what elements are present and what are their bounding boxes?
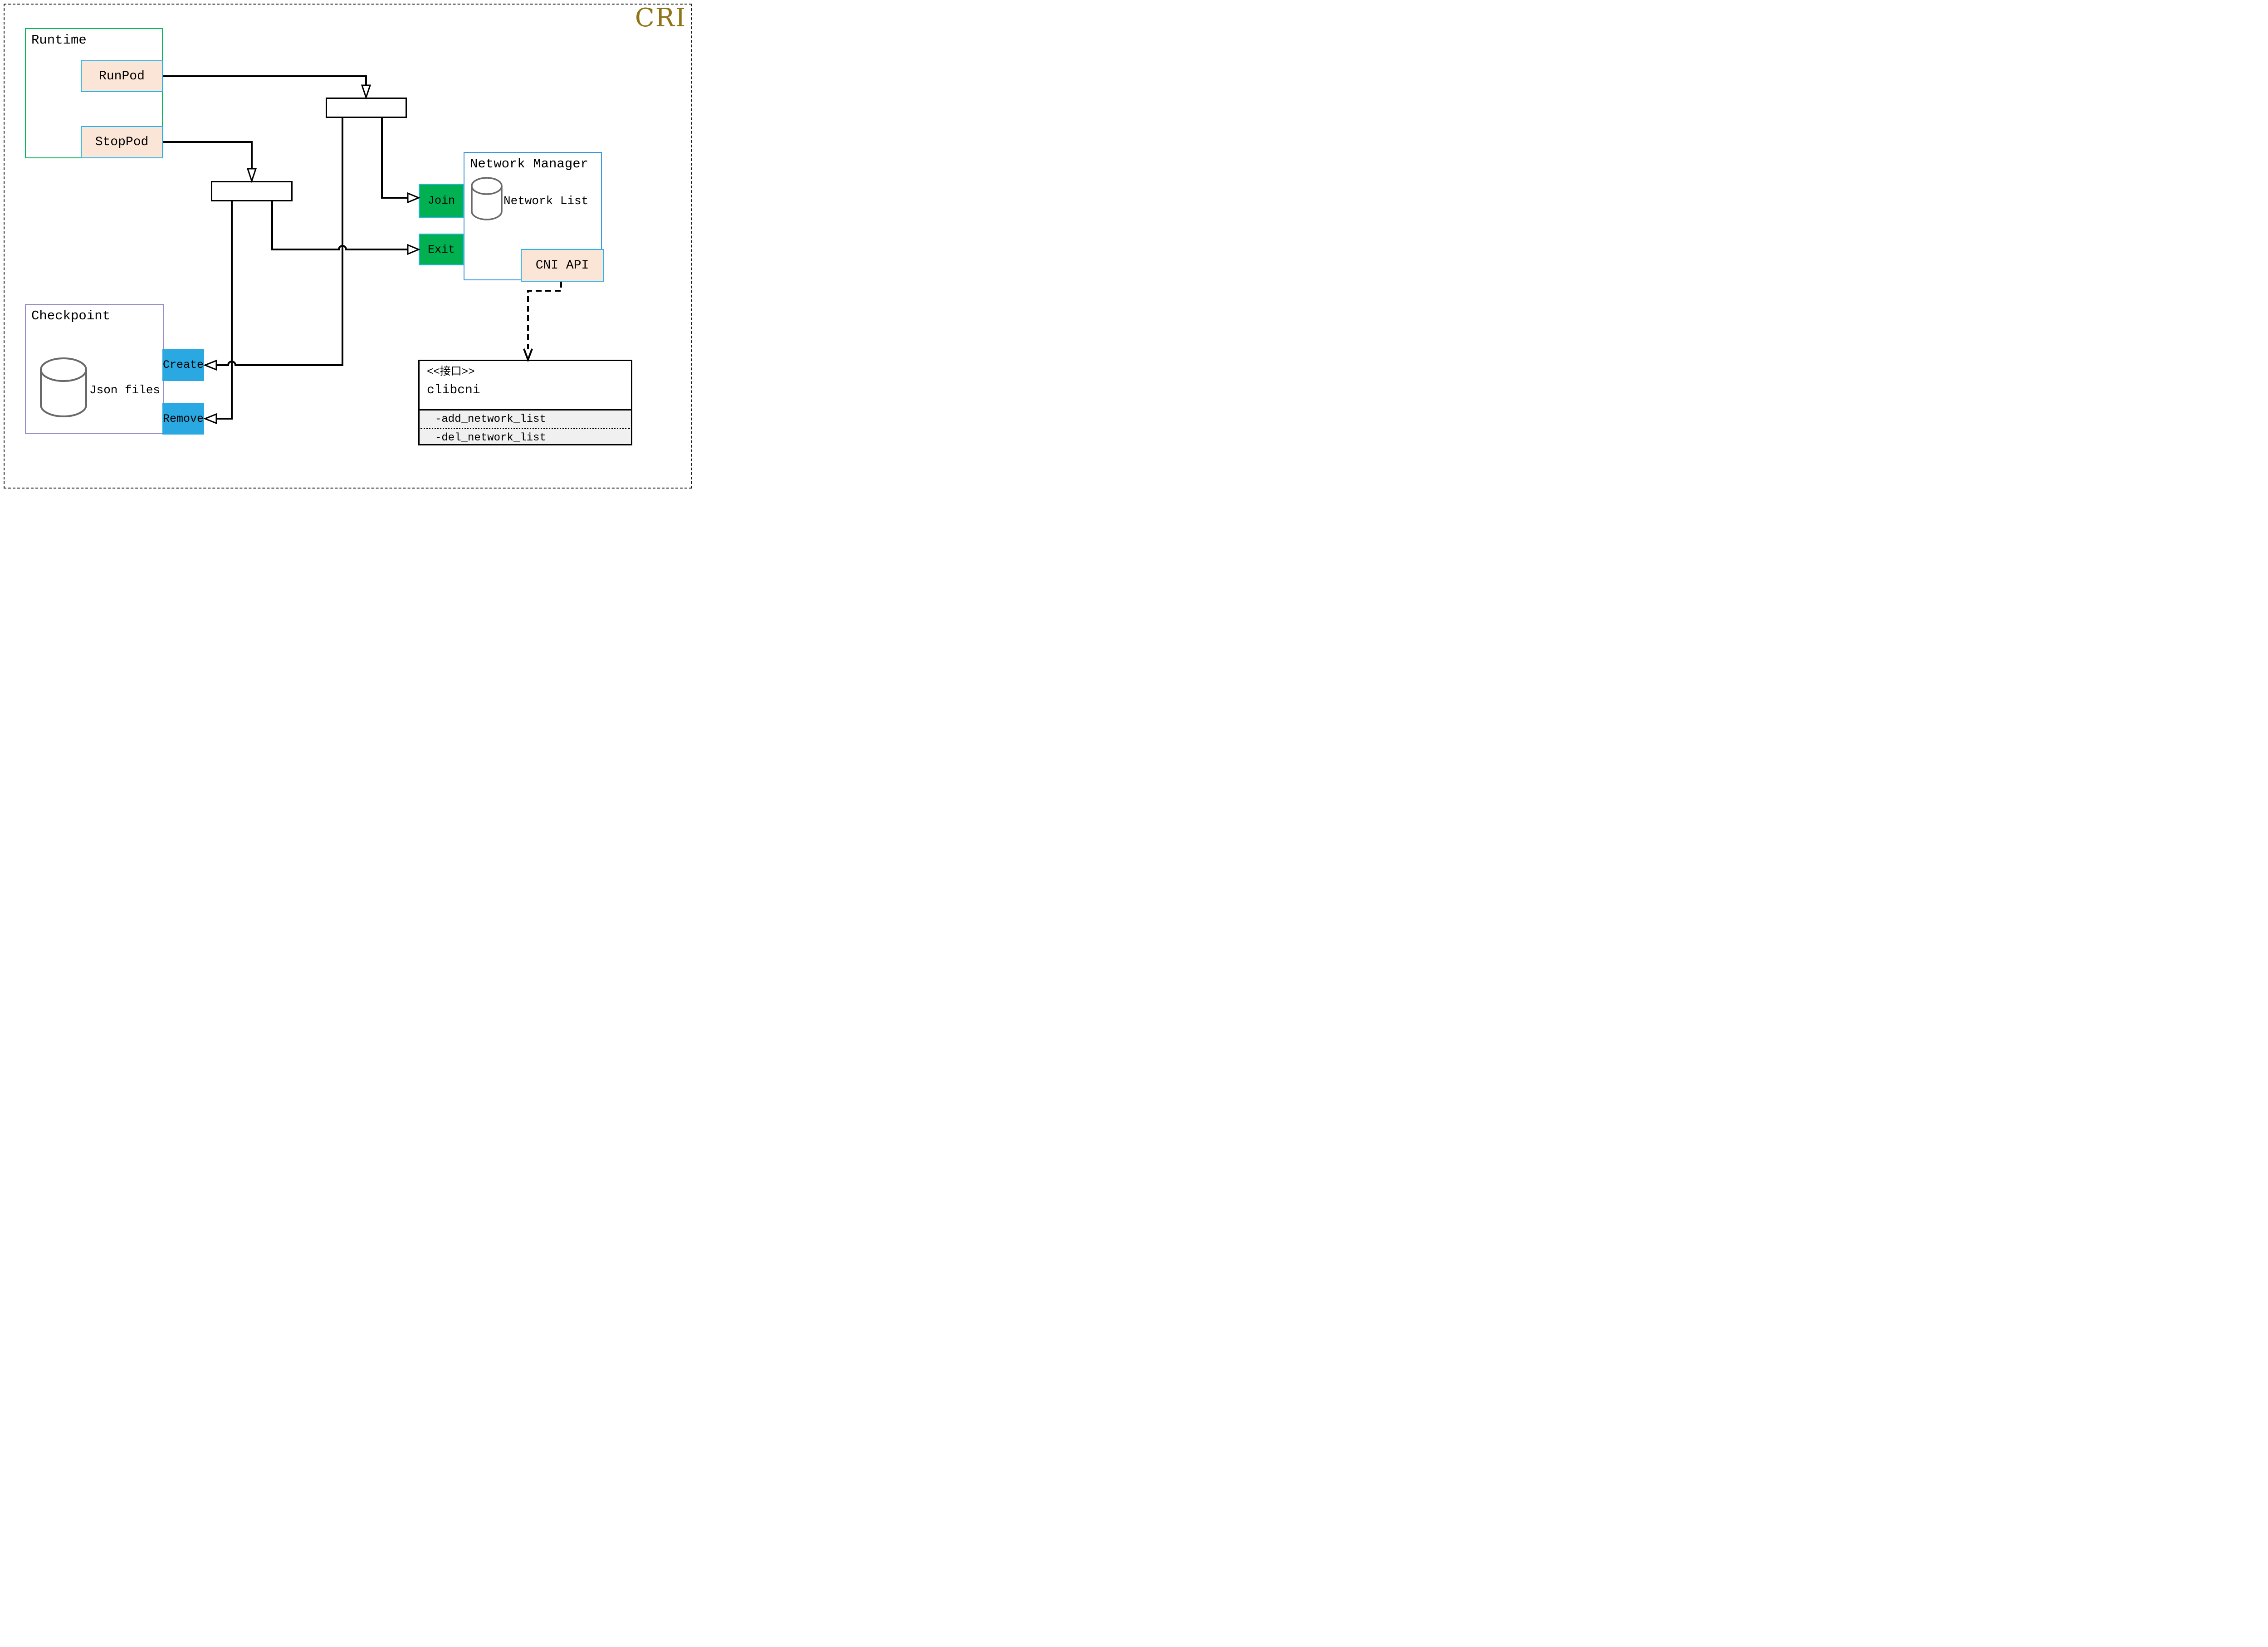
create-operation[interactable]: Create <box>162 349 204 381</box>
clibcni-method-divider <box>420 428 630 429</box>
runtime-label: Runtime <box>31 33 87 48</box>
diagram-dashed-border <box>4 4 692 489</box>
checkpoint-label: Checkpoint <box>31 308 111 323</box>
clibcni-header: <<接口>> clibcni <box>420 361 631 409</box>
clibcni-method-del: -del_network_list <box>435 431 546 444</box>
clibcni-interface-box: <<接口>> clibcni -add_network_list -del_ne… <box>418 360 632 445</box>
remove-label: Remove <box>162 412 204 425</box>
cni-api-operation[interactable]: CNI API <box>521 249 604 282</box>
runpod-label: RunPod <box>99 69 145 83</box>
stoppod-operation[interactable]: StopPod <box>81 126 163 158</box>
remove-operation[interactable]: Remove <box>162 403 204 435</box>
checkpoint-container: Checkpoint <box>25 304 164 434</box>
clibcni-name: clibcni <box>427 383 480 397</box>
stoppod-label: StopPod <box>95 135 149 149</box>
join-label: Join <box>427 194 455 207</box>
diagram-title: CRI <box>635 3 686 33</box>
clibcni-methods-section: -add_network_list -del_network_list <box>420 409 631 444</box>
runpod-connector-rect <box>326 98 407 118</box>
join-operation[interactable]: Join <box>419 184 464 218</box>
exit-operation[interactable]: Exit <box>419 234 464 265</box>
exit-label: Exit <box>427 243 455 256</box>
create-label: Create <box>162 358 204 371</box>
json-files-label: Json files <box>89 383 161 397</box>
cri-architecture-diagram: CRI Runtime RunPod StopPod Checkpoint Cr… <box>0 0 703 494</box>
clibcni-method-add: -add_network_list <box>435 413 546 425</box>
network-manager-label: Network Manager <box>470 156 589 171</box>
clibcni-stereotype: <<接口>> <box>427 366 475 378</box>
network-list-label: Network List <box>503 194 589 208</box>
runpod-operation[interactable]: RunPod <box>81 60 163 92</box>
cni-api-label: CNI API <box>535 258 589 273</box>
stoppod-connector-rect <box>211 181 293 201</box>
